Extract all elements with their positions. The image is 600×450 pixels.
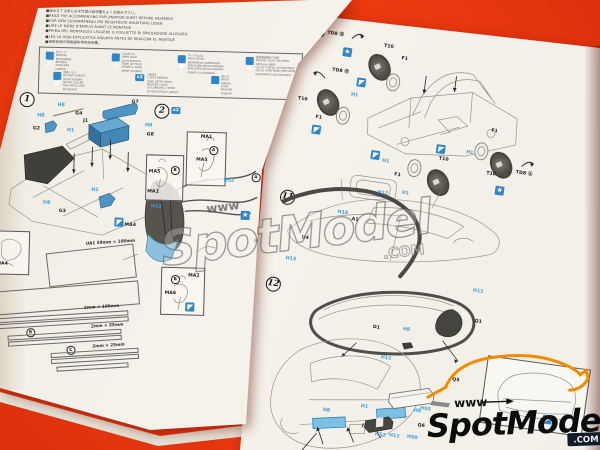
symbol-legend-box: 切りとり REMOVE ENTFERNEN RETIRER STACCARE C…	[37, 46, 303, 101]
part-label-g3: G3	[58, 209, 66, 215]
part-label-ma1: MA1	[147, 189, 159, 195]
part-label-ma5: MA5	[148, 169, 161, 175]
legend-caption: 穴をあける OPEN HOLE LOCH BOHREN FAIRE UN TRO…	[121, 52, 143, 73]
paint-flag-icon	[114, 217, 124, 227]
detail-inset-box: MA2 MA6 B	[160, 266, 206, 316]
part-label-g2: G2	[32, 126, 41, 132]
part-label-g8: G8	[146, 132, 154, 138]
part-label-ma5: MA5	[196, 157, 208, 163]
logo-com-badge	[567, 432, 600, 447]
detail-letter-a: A	[209, 145, 218, 155]
decal-arrow-icon	[313, 71, 326, 79]
figure-sketch-art	[198, 137, 215, 178]
photo-edge-shadow	[584, 46, 600, 450]
paint-label-h8: H8	[57, 102, 65, 109]
logo-speed-stripe-icon	[430, 400, 451, 408]
watermark-www-text: www	[206, 198, 241, 216]
spotmodel-logo: www SpotModel .COM	[426, 354, 600, 447]
paint-label-h52: H52	[223, 178, 235, 184]
logo-www-text: www	[454, 395, 488, 410]
metal-glue-icon	[245, 56, 254, 72]
detail-inset-box: MA1 MA5 A	[185, 131, 227, 187]
two-sets-icon: x2	[171, 106, 181, 115]
part-label-g4: G4	[75, 111, 83, 117]
detail-inset-box	[478, 355, 592, 438]
logo-car-outline-icon	[426, 354, 590, 399]
car-body-top-art	[281, 174, 500, 279]
decal-arrow-icon	[351, 33, 365, 40]
paint-label-h8: H8	[37, 113, 45, 119]
car-rear-art	[270, 338, 421, 450]
part-label-ma1: MA1	[200, 134, 213, 141]
detail-inset-box: MA5 MA1 B	[145, 154, 185, 202]
right-page-content: 10 TD8 Ⓑ ★ T10 F1 TD8 Ⓑ T10 F1 H1	[240, 14, 600, 450]
watermark-name-text: SpotModel	[158, 189, 436, 278]
chassis-rollcage-art	[367, 72, 518, 157]
logo-arrow-icon	[482, 398, 514, 405]
bend-icon	[211, 75, 220, 91]
two-sets-icon: x2	[135, 73, 145, 82]
paint-label-h1: H1	[91, 187, 99, 194]
rear-glass-art	[309, 290, 476, 364]
legend-caption: 金属用接着剤で接着 INSTANT GLUE FOR METAL METALLK…	[255, 56, 299, 77]
template-strip	[56, 362, 129, 372]
paint-label-h8: H8	[42, 200, 51, 206]
chassis-floor-art	[8, 103, 156, 236]
figure-sketch-art	[155, 158, 168, 192]
legend-caption: 2個作る 2 SETS NEEDED ZWEI SÄTZE NÖTIG MONT…	[146, 73, 179, 94]
scissors-icon	[45, 51, 54, 67]
paint-label-h1: H1	[66, 128, 75, 134]
template-label-100: 2mm × 100mm	[83, 302, 120, 310]
part-label-ma4: MA4	[124, 222, 137, 229]
part-sketch-art	[1, 238, 22, 267]
detail-inset-box: MA4	[0, 230, 31, 276]
legend-caption: 曲げる BEND BIEGEN PLIER PIEGARE DOBLAR	[220, 75, 233, 96]
watermark-com-text: .COM	[382, 242, 425, 263]
do-not-cement-icon	[53, 71, 62, 87]
part-label-g7: G7	[131, 99, 139, 106]
part-label-j1: J1	[83, 118, 89, 124]
logo-com-text: .COM	[573, 435, 598, 446]
warning-text-block: ■組み立てる前に必ず付属の説明書をよくお読み下さい。 ■READ THE ACC…	[45, 9, 188, 48]
decal-arrow-icon	[521, 161, 535, 167]
decal-star-icon	[177, 55, 186, 70]
awl-icon	[111, 53, 120, 68]
detail-letter-b: B	[170, 165, 180, 175]
legend-caption: マークをはる APPLY DECAL ABZIEHBILD ANBRINGEN …	[187, 54, 224, 75]
light-unit-part-art	[364, 416, 394, 433]
paint-label-h8: H8	[144, 123, 153, 129]
center-watermark: www SpotModel .COM	[157, 188, 437, 278]
legend-caption: 切りとり REMOVE ENTFERNEN RETIRER STACCARE C…	[55, 50, 72, 71]
template-label-25: 2mm × 25mm	[92, 341, 125, 349]
template-label-55: 2mm × 55mm	[90, 321, 124, 329]
legend-caption: 接着しない DO NOT CEMENT NICHT KLEBEN NE PAS …	[62, 71, 86, 92]
detail-letter-a: A	[251, 173, 261, 182]
